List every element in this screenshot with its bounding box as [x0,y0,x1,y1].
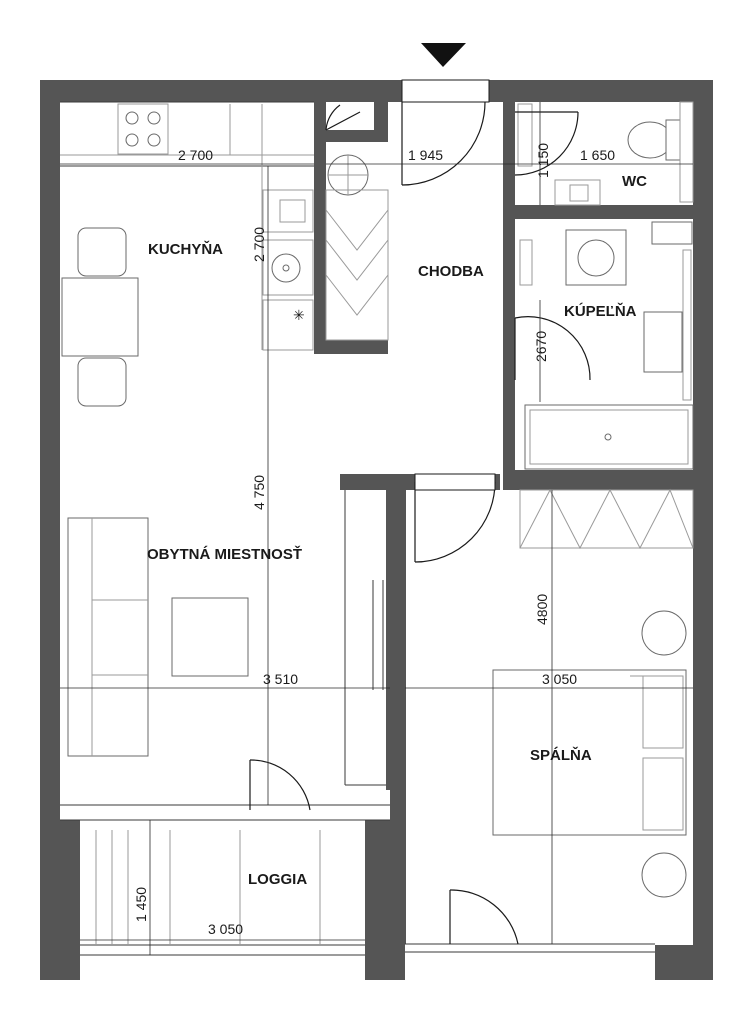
doors [249,79,591,945]
dim-living-depth: 4 750 [251,475,267,510]
dim-living-width: 3 510 [263,671,298,687]
loggia-floor [95,830,321,945]
dim-wc-depth: 1 150 [535,143,551,178]
living-furniture [67,517,249,757]
hall-wardrobe [325,154,389,341]
dim-kitchen-width: 2 700 [178,147,213,163]
dim-hall-width: 1 945 [408,147,443,163]
wc-fixtures [517,101,694,206]
dim-loggia-width: 3 050 [208,921,243,937]
room-label-living: OBYTNÁ MIESTNOSŤ [147,545,302,563]
dim-loggia-depth: 1 450 [133,887,149,922]
dim-bedroom-width: 3 050 [542,671,577,687]
dim-bedroom-depth: 4800 [534,594,550,625]
entrance-arrow-icon [421,43,466,67]
room-label-wc: WC [622,173,647,190]
walls [40,80,713,980]
room-label-bedroom: SPÁLŇA [530,746,592,764]
dim-wc-width: 1 650 [580,147,615,163]
dim-bath-depth: 2670 [533,331,549,362]
room-label-kitchen: KUCHYŇA [148,240,223,258]
dim-kitchen-depth: 2 700 [251,227,267,262]
bathroom-fixtures [519,221,694,470]
room-label-hall: CHODBA [418,263,484,280]
bedroom-furniture [492,488,694,898]
inner-lines [60,101,655,956]
svg-text:✳: ✳ [293,307,305,323]
kitchen-furniture: ✳ [60,103,314,407]
room-label-bathroom: KÚPEĽŇA [564,302,637,320]
dimension-lines [60,102,693,955]
room-label-loggia: LOGGIA [248,871,307,888]
